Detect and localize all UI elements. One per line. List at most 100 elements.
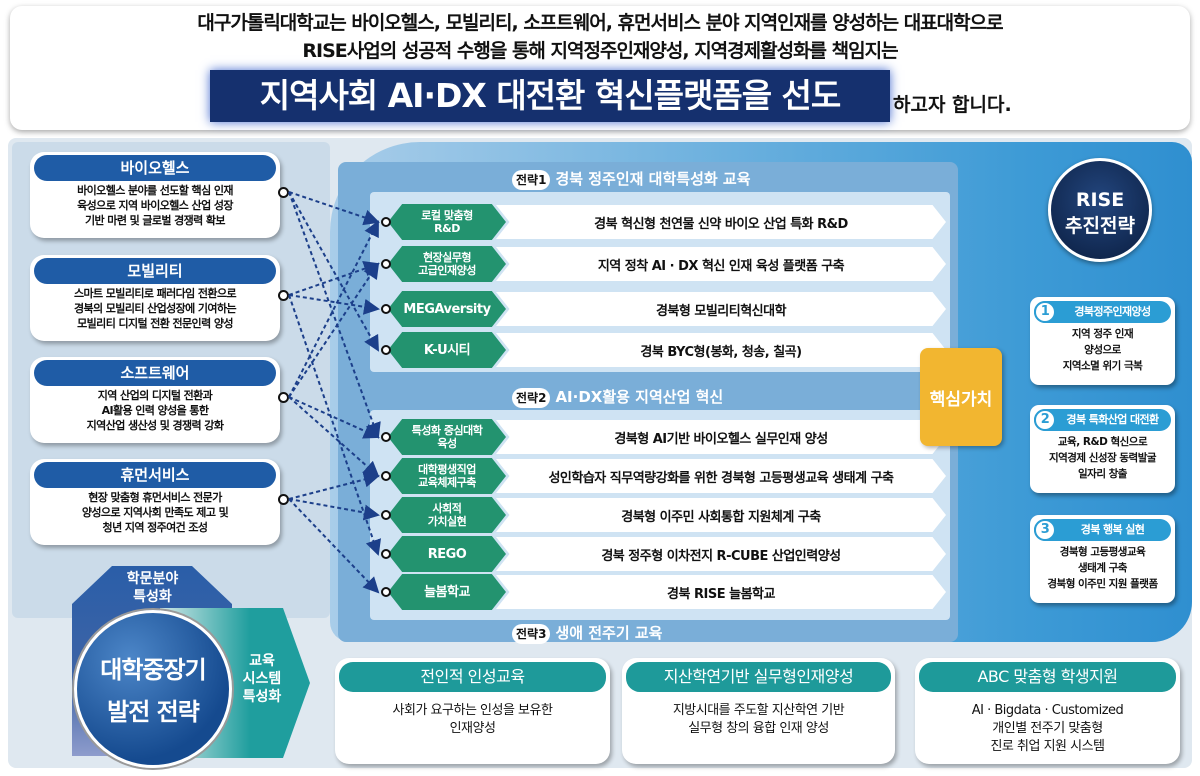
goal-desc-line: 생태계 구축 — [1078, 562, 1127, 574]
connector-dot — [381, 549, 391, 559]
program-tag: 늘봄학교 — [388, 574, 506, 610]
program-tag-label: 대학평생직업 교육체제구축 — [418, 463, 476, 489]
bottom-card-line: 사회가 요구하는 인성을 보유한 — [392, 703, 553, 718]
program-description: 경북 혁신형 천연물 신약 바이오 산업 특화 R&D — [496, 205, 946, 239]
plan-line-2: 발전 전략 — [107, 698, 200, 726]
program-tag: 현장실무형 고급인재양성 — [388, 246, 506, 282]
rise-goal-title: 3 경북 행복 실현 — [1034, 519, 1171, 541]
field-desc-line: 지역산업 생산성 및 경쟁력 강화 — [86, 419, 224, 432]
goal-title-text: 경북 행복 실현 — [1080, 523, 1145, 536]
header-highlight: 지역사회 AI·DX 대전환 혁신플랫폼을 선도 — [210, 70, 890, 122]
rise-strategy-badge: RISE 추진전략 — [1048, 158, 1152, 262]
field-title: 바이오헬스 — [34, 155, 276, 181]
program-tag: MEGAversity — [388, 291, 506, 327]
field-desc-line: 지역 산업의 디지털 전환과 — [97, 389, 213, 402]
field-desc-line: 양성으로 지역사회 만족도 제고 및 — [81, 506, 229, 519]
bottom-card-title: 지산학연기반 실무형인재양성 — [626, 662, 891, 692]
goal-desc-line: 지역소멸 위기 극복 — [1062, 360, 1143, 372]
program-tag: REGO — [388, 536, 506, 572]
connector-dot — [381, 259, 391, 269]
connector-dot — [278, 392, 289, 403]
bottom-card-title: ABC 맞춤형 학생지원 — [919, 662, 1176, 692]
connector-dot — [381, 587, 391, 597]
program-description: 지역 정착 AI · DX 혁신 인재 육성 플랫폼 구축 — [496, 247, 946, 281]
connector-dot — [278, 290, 289, 301]
connector-dot — [381, 217, 391, 227]
field-desc-line: 기반 마련 및 글로벌 경쟁력 확보 — [85, 214, 226, 227]
academic-label: 학문분야 특성화 — [126, 571, 179, 605]
connector-dot — [278, 187, 289, 198]
program-description: 경북형 AI기반 바이오헬스 실무인재 양성 — [496, 420, 946, 454]
program-description: 경북 RISE 늘봄학교 — [496, 575, 946, 609]
program-description: 경북 정주형 이차전지 R-CUBE 산업인력양성 — [496, 537, 946, 571]
program-tag-label: MEGAversity — [403, 301, 491, 317]
field-desc-line: 모빌리티 디지털 전환 전문인력 양성 — [77, 317, 233, 330]
field-title: 휴먼서비스 — [34, 462, 276, 488]
strategy-title: 경북 정주인재 대학특성화 교육 — [555, 170, 751, 188]
field-desc-line: 경북의 모빌리티 산업성장에 기여하는 — [73, 302, 237, 315]
goal-number-icon: 3 — [1034, 519, 1056, 541]
program-description: 성인학습자 직무역량강화를 위한 경북형 고등평생교육 생태계 구축 — [496, 459, 946, 493]
goal-title-text: 경북정주인재양성 — [1074, 305, 1151, 318]
goal-desc-line: 지역경제 신성장 동력발굴 — [1048, 452, 1157, 464]
field-desc-line: 바이오헬스 분야를 선도할 핵심 인재 — [77, 184, 233, 197]
program-tag-label: K-U시티 — [423, 342, 471, 358]
bottom-card-line: 인재양성 — [449, 721, 496, 736]
system-label: 교육 시스템 특성화 — [242, 653, 282, 705]
connector-dot — [278, 494, 289, 505]
program-tag: 로컬 맞춤형 R&D — [388, 204, 506, 240]
field-title: 소프트웨어 — [34, 360, 276, 386]
bottom-card-line: 진로 취업 지원 시스템 — [990, 739, 1105, 754]
connector-dot — [381, 432, 391, 442]
program-description: 경북형 이주민 사회통합 지원체계 구축 — [496, 498, 946, 532]
goal-desc-line: 양성으로 — [1084, 344, 1121, 356]
strategy-badge: 전략3 — [512, 624, 551, 644]
program-tag-label: 사회적 가치실현 — [427, 502, 467, 528]
bottom-card-line: AI · Bigdata · Customized — [971, 703, 1124, 718]
strategy-badge: 전략2 — [512, 388, 551, 408]
core-value-box: 핵심가치 — [920, 348, 1002, 446]
goal-desc-line: 일자리 창출 — [1078, 468, 1127, 480]
program-tag: 특성화 중심대학 육성 — [388, 419, 506, 455]
program-tag: 사회적 가치실현 — [388, 497, 506, 533]
program-tag-label: 특성화 중심대학 육성 — [411, 424, 483, 450]
program-tag: 대학평생직업 교육체제구축 — [388, 458, 506, 494]
connector-dot — [381, 510, 391, 520]
program-row: 대학평생직업 교육체제구축 성인학습자 직무역량강화를 위한 경북형 고등평생교육… — [381, 458, 948, 494]
header-suffix: 하고자 합니다. — [893, 94, 1012, 116]
bottom-card-line: 실무형 창의 융합 인재 양성 — [688, 721, 829, 736]
goal-number-icon: 1 — [1034, 301, 1056, 323]
mid-long-term-plan-circle: 대학중장기 발전 전략 — [74, 610, 232, 768]
goal-title-text: 경북 특화산업 대전환 — [1066, 413, 1159, 426]
field-desc-line: 청년 지역 정주여건 조성 — [102, 521, 208, 534]
program-row: 현장실무형 고급인재양성 지역 정착 AI · DX 혁신 인재 육성 플랫폼 구… — [381, 246, 948, 282]
goal-desc-line: 지역 정주 인재 — [1071, 328, 1134, 340]
goal-desc-line: 교육, R&D 혁신으로 — [1057, 436, 1148, 448]
field-desc-line: 육성으로 지역 바이오헬스 산업 성장 — [77, 199, 233, 212]
program-tag-label: 현장실무형 고급인재양성 — [418, 251, 476, 277]
connector-dot — [381, 345, 391, 355]
